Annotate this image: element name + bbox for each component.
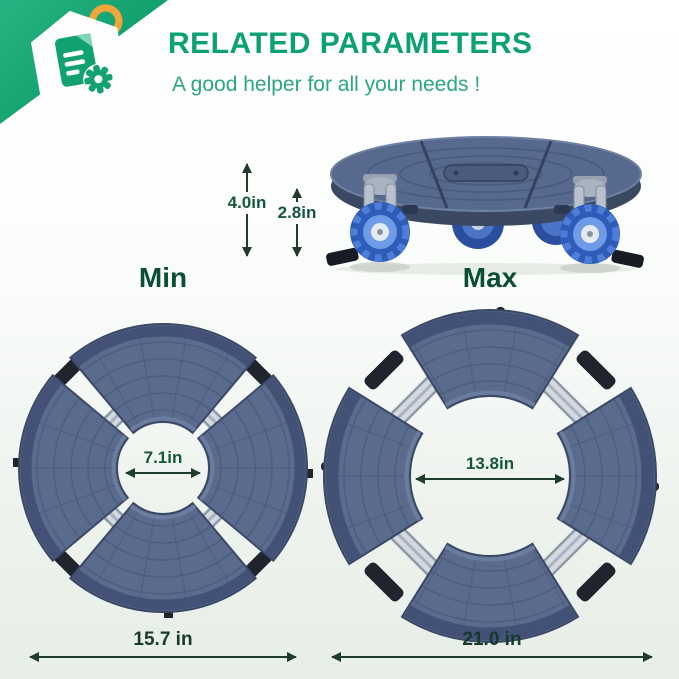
caster-wheel-right (560, 176, 644, 268)
horizontal-arrow (331, 652, 653, 662)
up-arrow (292, 188, 302, 202)
dolly-top-view-max (321, 307, 659, 644)
min-label: Min (138, 262, 188, 293)
platform-deck (330, 136, 642, 226)
horizontal-arrow (415, 474, 565, 484)
inner-diameter-value-max: 13.8in (465, 454, 515, 473)
total-height-annotation: 4.0in (224, 163, 270, 257)
inner-diameter-annotation-min: 7.1in (125, 447, 201, 478)
overall-width-value-max: 21.0 in (462, 629, 522, 650)
platform-segments (322, 308, 658, 644)
caster-wheel-left (326, 174, 410, 266)
inner-diameter-value-min: 7.1in (143, 448, 183, 467)
segment-texture (19, 325, 307, 611)
segment-texture (324, 311, 656, 641)
up-arrow (242, 163, 252, 192)
page-subtitle: A good helper for all your needs ! (172, 73, 481, 96)
platform-height-annotation: 2.8in (274, 188, 320, 257)
page-title: RELATED PARAMETERS (168, 27, 533, 60)
total-height-value: 4.0in (227, 193, 267, 212)
down-arrow (242, 214, 252, 257)
overall-width-annotation-max: 21.0 in (331, 629, 653, 662)
document-gear-icon (31, 4, 127, 112)
down-arrow (292, 224, 302, 257)
horizontal-arrow (29, 652, 297, 662)
dolly-top-view-min (13, 323, 313, 618)
overall-width-annotation-min: 15.7 in (29, 629, 297, 662)
overall-width-value-min: 15.7 in (133, 629, 193, 650)
inner-diameter-annotation-max: 13.8in (415, 453, 565, 484)
max-label: Max (462, 262, 518, 293)
horizontal-arrow (125, 468, 201, 478)
dolly-side-view (326, 136, 644, 275)
platform-height-value: 2.8in (277, 203, 317, 222)
